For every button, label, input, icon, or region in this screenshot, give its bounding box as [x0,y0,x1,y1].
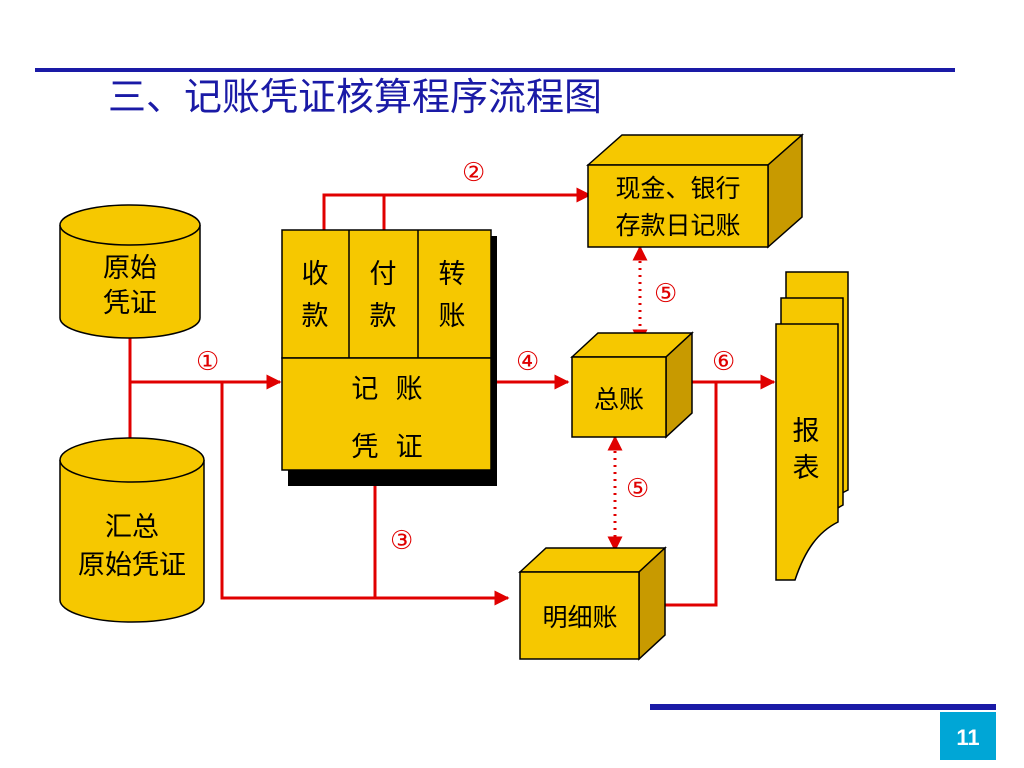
transfer-voucher-line2: 账 [439,301,466,332]
receipt-voucher-line2: 款 [302,301,329,332]
arrow-detail-to-reports [665,382,718,607]
step-label-1: ① [196,347,219,377]
journal-line2: 存款日记账 [615,211,740,240]
slide-title: 三、记账凭证核算程序流程图 [108,75,602,119]
subsidiary-ledger-box: 明细账 [518,546,667,661]
accounting-voucher-box [281,357,492,471]
step-label-5a: ⑤ [654,279,677,309]
general-ledger-box: 总账 [570,331,694,439]
original-voucher-line1: 原始 [103,253,157,284]
step-label-6: ⑥ [712,347,735,377]
step-label-3: ③ [390,526,413,556]
voucher-block: 收 款 付 款 转 账 记 账 凭 证 [281,229,497,486]
connectors [128,187,776,607]
accounting-voucher-line1: 记 账 [351,374,422,405]
journal-line1: 现金、银行 [615,174,740,203]
payment-voucher-line1: 付 [370,259,397,290]
page-number-badge [940,712,996,760]
general-ledger-label: 总账 [594,385,644,414]
step-label-2: ② [462,158,485,188]
step-label-4: ④ [516,347,539,377]
transfer-voucher-line1: 转 [439,259,466,290]
arrow-step1-to-detail [220,382,510,606]
original-voucher-line2: 凭证 [103,288,157,319]
receipt-voucher-line1: 收 [302,259,329,290]
original-voucher-cylinder: 原始 凭证 [59,204,201,339]
summary-voucher-cylinder: 汇总 原始凭证 [59,437,205,623]
subsidiary-ledger-label: 明细账 [542,603,617,632]
page-number: 11 [956,725,979,750]
summary-voucher-line1: 汇总 [105,512,159,543]
step-label-5b: ⑤ [626,474,649,504]
reports-line2: 表 [793,453,820,484]
reports-line1: 报 [793,416,820,447]
accounting-voucher-line2: 凭 证 [351,432,422,463]
summary-voucher-line2: 原始凭证 [78,550,186,581]
payment-voucher-line2: 款 [370,301,397,332]
reports-stack: 报 表 [775,271,849,581]
journal-box: 现金、银行 存款日记账 [586,133,804,249]
arrow-step2 [322,187,592,230]
